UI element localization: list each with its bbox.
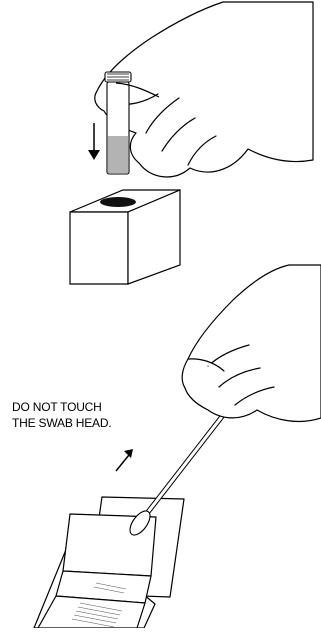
arrow-up-right-icon	[116, 449, 133, 471]
top-panel	[70, 2, 313, 284]
caution-line-2: THE SWAB HEAD.	[12, 415, 162, 431]
gloved-hand-bottom	[182, 265, 321, 421]
arrow-down-icon	[88, 123, 100, 160]
caution-note: DO NOT TOUCH THE SWAB HEAD.	[12, 399, 162, 431]
bottom-panel	[34, 265, 321, 628]
caution-line-1: DO NOT TOUCH	[12, 399, 162, 415]
tube-hole	[100, 197, 136, 207]
sample-tube	[105, 72, 131, 174]
